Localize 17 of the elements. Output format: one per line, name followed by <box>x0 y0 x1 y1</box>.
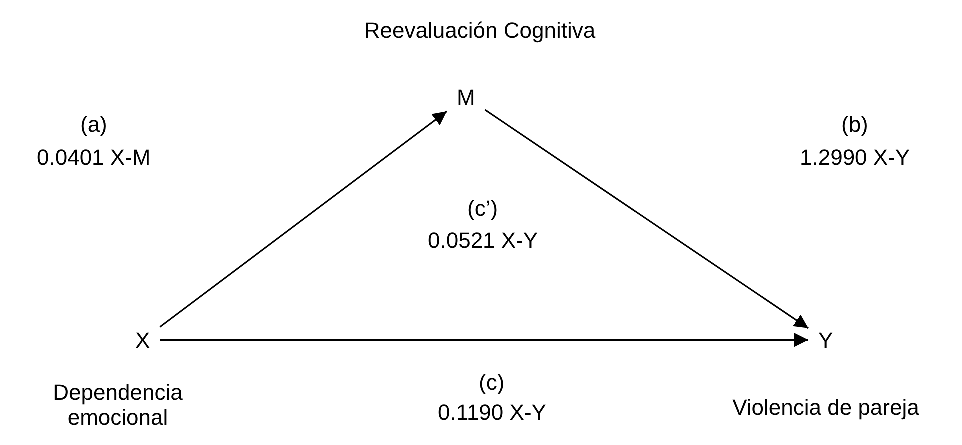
variable-caption: Reevaluación Cognitiva <box>363 18 597 44</box>
arrow <box>484 109 809 330</box>
coefficient-label: 0.0521 X-Y <box>428 228 538 254</box>
variable-symbol: X <box>136 328 150 352</box>
coefficient-label: (c’) <box>468 196 498 222</box>
coefficient-label: 1.2990 X-Y <box>800 145 910 170</box>
variable-symbol: M <box>457 84 476 110</box>
variable-symbol: Y <box>818 328 834 352</box>
coefficient-label: (b) <box>842 112 868 138</box>
coefficient-label: 0.0401 X-M <box>37 145 151 170</box>
coefficient-label: (a) <box>80 112 108 138</box>
variable-caption: Dependencia emocional <box>52 380 184 431</box>
arrow <box>160 110 448 328</box>
variable-caption: Violencia de pareja <box>732 395 920 420</box>
coefficient-label: 0.1190 X-Y <box>438 400 546 426</box>
arrow <box>160 333 808 348</box>
coefficient-label: (c) <box>479 370 505 396</box>
